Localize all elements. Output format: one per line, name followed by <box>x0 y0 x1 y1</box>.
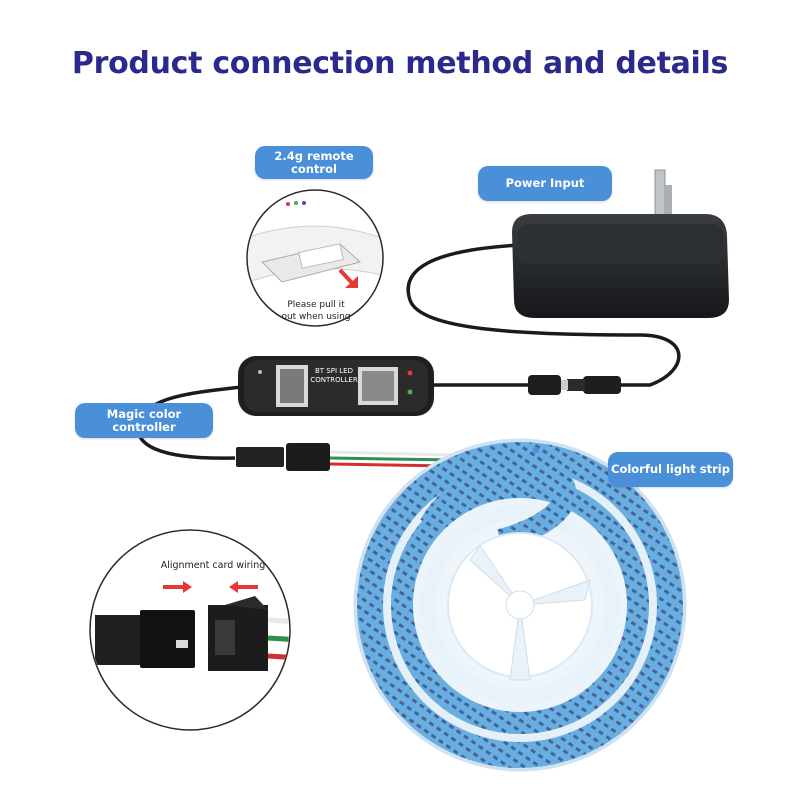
power-cable <box>406 243 681 387</box>
alignment-callout: Alignment card wiring <box>89 529 291 731</box>
alignment-text: Alignment card wiring <box>161 560 266 571</box>
remote-label-line1: 2.4g remote <box>274 148 354 163</box>
led-strip-reel <box>353 438 687 772</box>
light-strip-label: Colorful light strip <box>608 452 733 487</box>
power-adapter <box>512 169 729 318</box>
magic-controller-label: Magic color controller <box>75 403 213 438</box>
remote-callout: Please pull it out when using <box>246 189 384 327</box>
controller-text-1: BT SPI LED <box>315 367 353 375</box>
dc-connector <box>430 375 621 395</box>
pull-text-1: Please pull it <box>287 300 345 310</box>
remote-label-line2: control <box>291 161 337 176</box>
power-input-label: Power Input <box>478 166 612 201</box>
remote-control-label: 2.4g remote control <box>255 146 373 179</box>
strip-wiring <box>236 443 456 471</box>
pull-text-2: out when using <box>281 312 350 322</box>
led-controller: BT SPI LED CONTROLLER <box>238 356 434 416</box>
page-title: Product connection method and details <box>71 46 729 81</box>
controller-text-2: CONTROLLER <box>310 376 358 384</box>
